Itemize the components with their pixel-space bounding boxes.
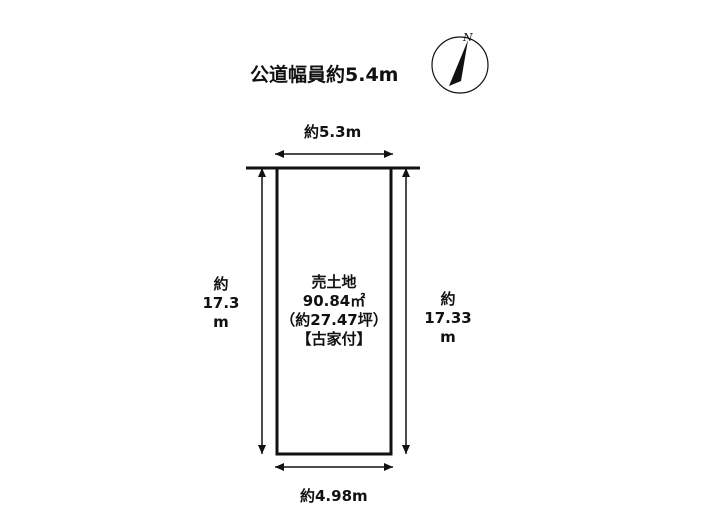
left-dimension-unit: m xyxy=(213,313,229,331)
right-dimension-label: 約 17.33 m xyxy=(413,290,483,347)
parcel-area-tsubo: （約27.47坪） xyxy=(280,311,388,329)
parcel-outline xyxy=(275,166,393,456)
left-dimension-value: 17.3 xyxy=(202,294,240,312)
left-dimension-label: 約 17.3 m xyxy=(186,275,256,332)
parcel-note: 【古家付】 xyxy=(296,330,372,348)
right-dimension-unit: m xyxy=(440,328,456,346)
parcel-info: 売土地 90.84㎡ （約27.47坪） 【古家付】 xyxy=(277,273,391,349)
north-compass-icon xyxy=(431,36,489,94)
bottom-dimension-label: 約4.98m xyxy=(300,487,368,505)
road-width-label: 公道幅員約5.4m xyxy=(250,64,399,86)
parcel-area-sqm: 90.84㎡ xyxy=(302,292,366,310)
parcel-type-label: 売土地 xyxy=(311,273,357,291)
right-dimension-value: 17.33 xyxy=(424,309,472,327)
left-dimension-prefix: 約 xyxy=(213,275,229,293)
compass-north-label: N xyxy=(463,31,473,44)
right-dimension-prefix: 約 xyxy=(440,290,456,308)
top-dimension-label: 約5.3m xyxy=(304,123,362,141)
